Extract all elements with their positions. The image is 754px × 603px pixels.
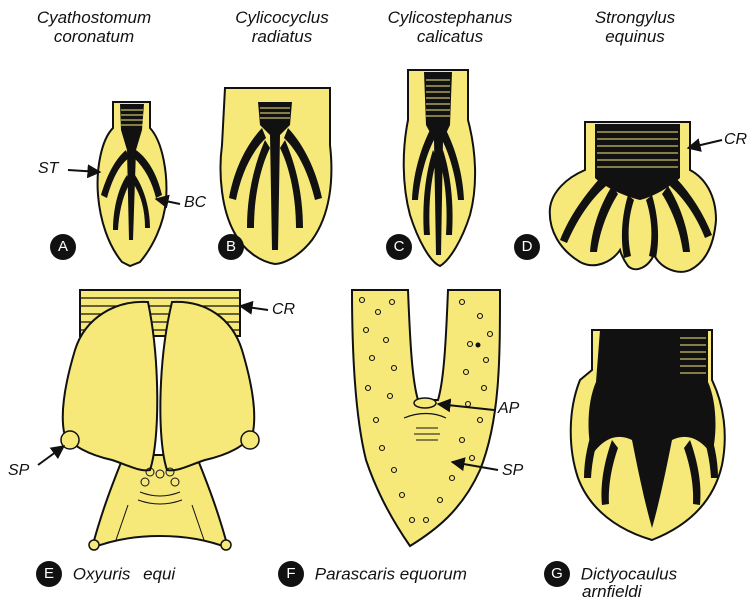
species-g-line2: arnfieldi [582, 582, 642, 601]
species-f: Parascaris equorum [315, 565, 467, 584]
panel-c-illustration [404, 70, 475, 266]
species-label-b: Cylicocyclus radiatus [212, 8, 352, 46]
label-bc: BC [184, 194, 206, 212]
panel-badge-a: A [50, 234, 76, 260]
label-e-cr: CR [272, 301, 295, 319]
panel-badge-e: E [36, 561, 62, 587]
panel-g-illustration [571, 330, 725, 540]
arrow-e-sp [38, 446, 64, 465]
species-d-line2: equinus [570, 27, 700, 46]
species-b-line2: radiatus [212, 27, 352, 46]
species-b-line1: Cylicocyclus [212, 8, 352, 27]
species-label-a: Cyathostomum coronatum [24, 8, 164, 46]
caption-f: F Parascaris equorum [278, 561, 467, 587]
panel-e-illustration [61, 290, 259, 550]
species-c-line1: Cylicostephanus [370, 8, 530, 27]
species-d-line1: Strongylus [570, 8, 700, 27]
panel-badge-g: G [544, 561, 570, 587]
arrow-e-cr [240, 306, 268, 310]
panel-a-illustration [98, 102, 167, 266]
label-e-sp: SP [8, 462, 29, 480]
panel-badge-c: C [386, 234, 412, 260]
label-f-ap: AP [498, 400, 519, 418]
panel-badge-d: D [514, 234, 540, 260]
species-label-d: Strongylus equinus [570, 8, 700, 46]
label-d-cr: CR [724, 131, 747, 149]
label-st: ST [38, 160, 58, 178]
species-e: Oxyuris equi [73, 565, 175, 584]
panel-d-illustration [550, 122, 716, 272]
arrow-d-cr [688, 140, 722, 148]
species-label-c: Cylicostephanus calicatus [370, 8, 530, 46]
species-a-line1: Cyathostomum [24, 8, 164, 27]
label-f-sp: SP [502, 462, 523, 480]
species-c-line2: calicatus [370, 27, 530, 46]
species-a-line2: coronatum [24, 27, 164, 46]
arrow-st [68, 170, 100, 172]
panel-f-illustration [352, 290, 500, 546]
species-g-line1: Dictyocaulus [581, 565, 677, 584]
caption-e: E Oxyuris equi [36, 561, 175, 587]
panel-badge-b: B [218, 234, 244, 260]
panel-badge-f: F [278, 561, 304, 587]
